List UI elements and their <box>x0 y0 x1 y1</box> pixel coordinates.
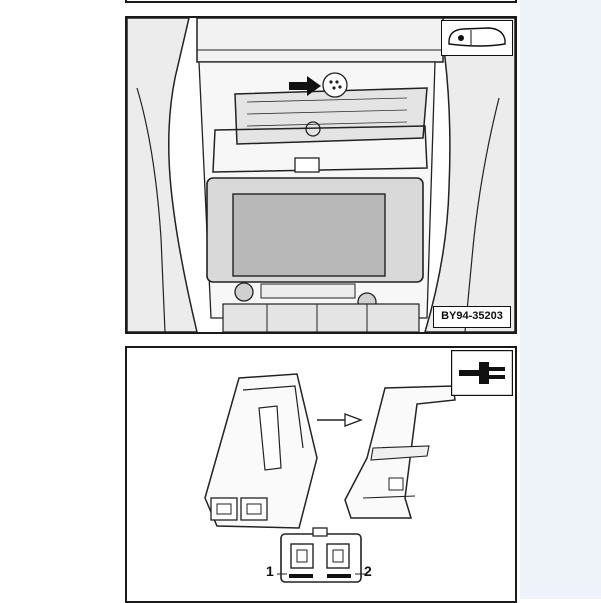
connector-illustration <box>204 373 456 583</box>
background-strip <box>520 0 601 599</box>
illustration-panel-removal: BY94-35203 <box>125 16 517 334</box>
figure-label: BY94-35203 <box>433 306 511 328</box>
illustration-panel-connector: 1 2 <box>125 346 517 603</box>
car-locator-icon <box>441 20 513 56</box>
previous-panel-edge <box>125 0 517 3</box>
pin-label-1: 1 <box>266 563 274 579</box>
pin-label-2: 2 <box>364 563 372 579</box>
dashboard-illustration <box>127 18 515 332</box>
electrical-connector-icon <box>451 350 513 396</box>
